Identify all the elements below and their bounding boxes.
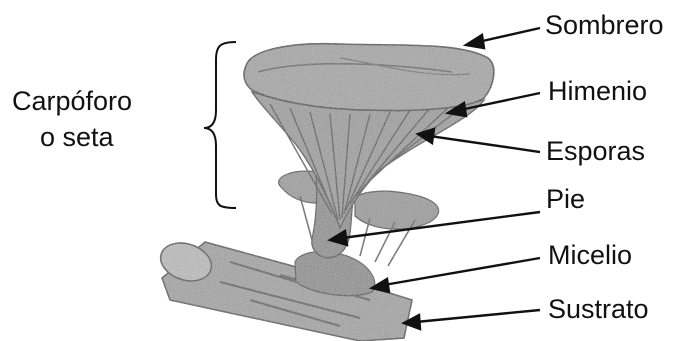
label-himenio: Himenio	[548, 76, 647, 106]
pileus-cap	[244, 44, 494, 111]
arrow-sombrero	[466, 28, 540, 48]
label-esporas: Esporas	[546, 136, 645, 166]
label-sombrero: Sombrero	[545, 10, 664, 40]
label-pie: Pie	[546, 184, 585, 214]
arrow-micelio	[372, 258, 540, 292]
carpophore-label-line2: o seta	[40, 122, 114, 152]
label-sustrato: Sustrato	[548, 294, 649, 324]
label-micelio: Micelio	[548, 240, 632, 270]
arrow-sustrato	[404, 310, 540, 329]
carpophore-brace	[204, 42, 236, 208]
carpophore-label-line1: Carpóforo	[12, 86, 132, 116]
